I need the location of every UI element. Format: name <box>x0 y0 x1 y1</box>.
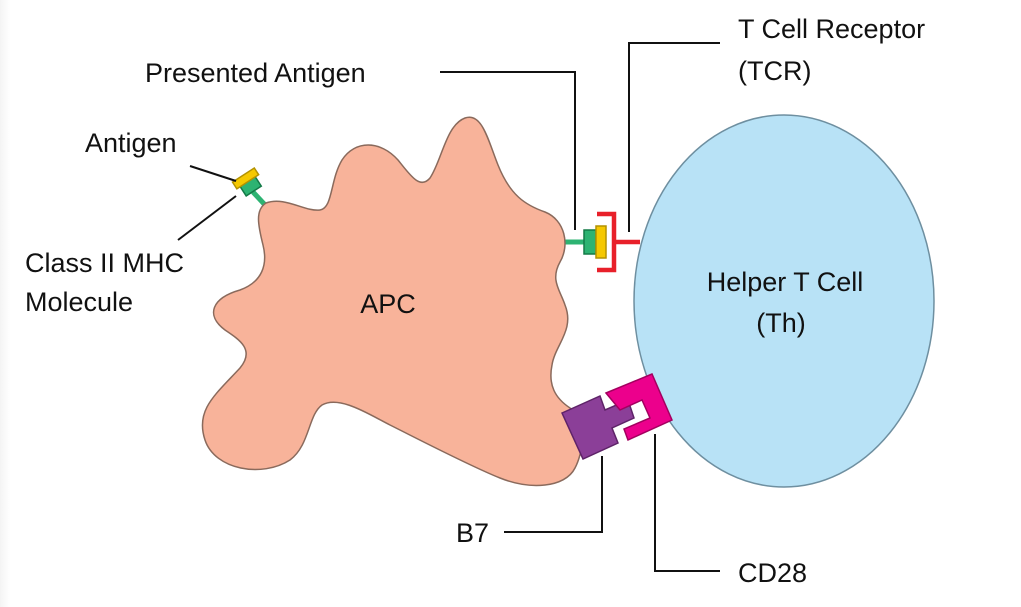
presented-antigen <box>595 225 607 259</box>
antigen-leader-line <box>189 165 237 182</box>
cd28-leader-line <box>654 434 720 572</box>
presented-antigen-leader-line <box>440 71 576 230</box>
antigen-label: Antigen <box>85 128 177 158</box>
cd28-molecule <box>604 373 673 442</box>
page-edge-shade <box>0 0 10 607</box>
tcr-receptor <box>597 211 640 273</box>
mhc-molecule-right <box>583 229 597 255</box>
helper-t-cell-label: Helper T Cell <box>707 267 864 297</box>
cd28-label: CD28 <box>738 558 807 588</box>
helper-t-cell <box>633 114 935 488</box>
mhc-antigen-complex-left <box>231 166 263 197</box>
antigen-left <box>231 166 260 190</box>
mhc-label-line2: Molecule <box>25 287 133 317</box>
mhc-leader-line <box>177 195 237 241</box>
apc-label: APC <box>360 289 416 319</box>
helper-t-cell-abbrev-label: (Th) <box>756 308 806 338</box>
presented-antigen-label: Presented Antigen <box>145 58 366 88</box>
b7-molecule <box>561 394 635 460</box>
tcr-label-line2: (TCR) <box>738 56 811 86</box>
b7-label: B7 <box>456 518 489 548</box>
mhc-label-line1: Class II MHC <box>25 248 184 278</box>
b7-leader-line <box>504 456 603 533</box>
tcr-leader-line <box>628 42 720 232</box>
tcr-label-line1: T Cell Receptor <box>738 14 925 44</box>
